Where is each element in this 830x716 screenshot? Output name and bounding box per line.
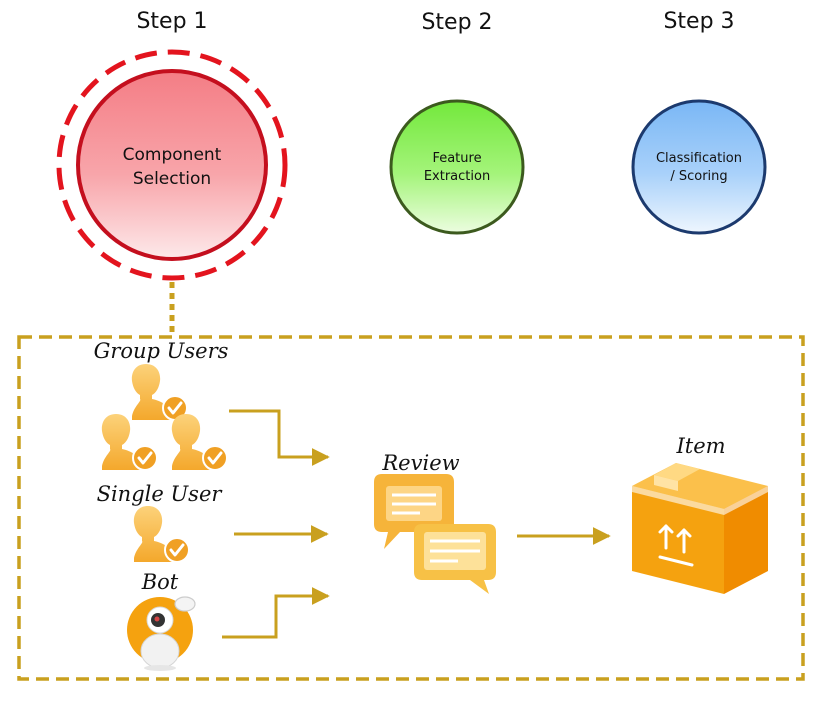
step-1-label-line-2: Selection [133, 169, 211, 189]
bot-arrow [222, 587, 330, 639]
step-2-node: Feature Extraction [389, 99, 525, 235]
group-users-label: Group Users [94, 339, 229, 363]
single-user-icon [133, 506, 190, 563]
user-icon [101, 414, 158, 471]
step-3-label-line-1: Classification [656, 151, 742, 166]
step-2-title: Step 2 [421, 10, 492, 35]
group-users-icon [101, 364, 228, 471]
review-icon [374, 474, 496, 594]
step-2-label-line-2: Extraction [424, 169, 490, 184]
bot-label: Bot [141, 570, 179, 594]
step-1-circle [76, 69, 268, 261]
step-1-label-line-1: Component [123, 145, 222, 165]
step-2-circle [389, 99, 525, 235]
item-box-icon [632, 463, 768, 594]
user-icon [131, 364, 188, 421]
user-icon [171, 414, 228, 471]
single-user-label: Single User [97, 482, 224, 506]
step-1-title: Step 1 [136, 9, 207, 34]
step-3-title: Step 3 [663, 9, 734, 34]
highlight-ring [56, 49, 288, 281]
step-3-circle [631, 99, 767, 235]
bot-icon [127, 596, 196, 671]
review-label: Review [381, 451, 459, 475]
detail-box [17, 335, 805, 681]
step-2-label-line-1: Feature [432, 151, 481, 166]
item-label: Item [675, 434, 725, 458]
step-3-label-line-2: / Scoring [670, 169, 727, 184]
step-3-node: Classification / Scoring [631, 99, 767, 235]
step-1-node: Component Selection [56, 49, 288, 281]
group-users-arrow [229, 409, 330, 466]
